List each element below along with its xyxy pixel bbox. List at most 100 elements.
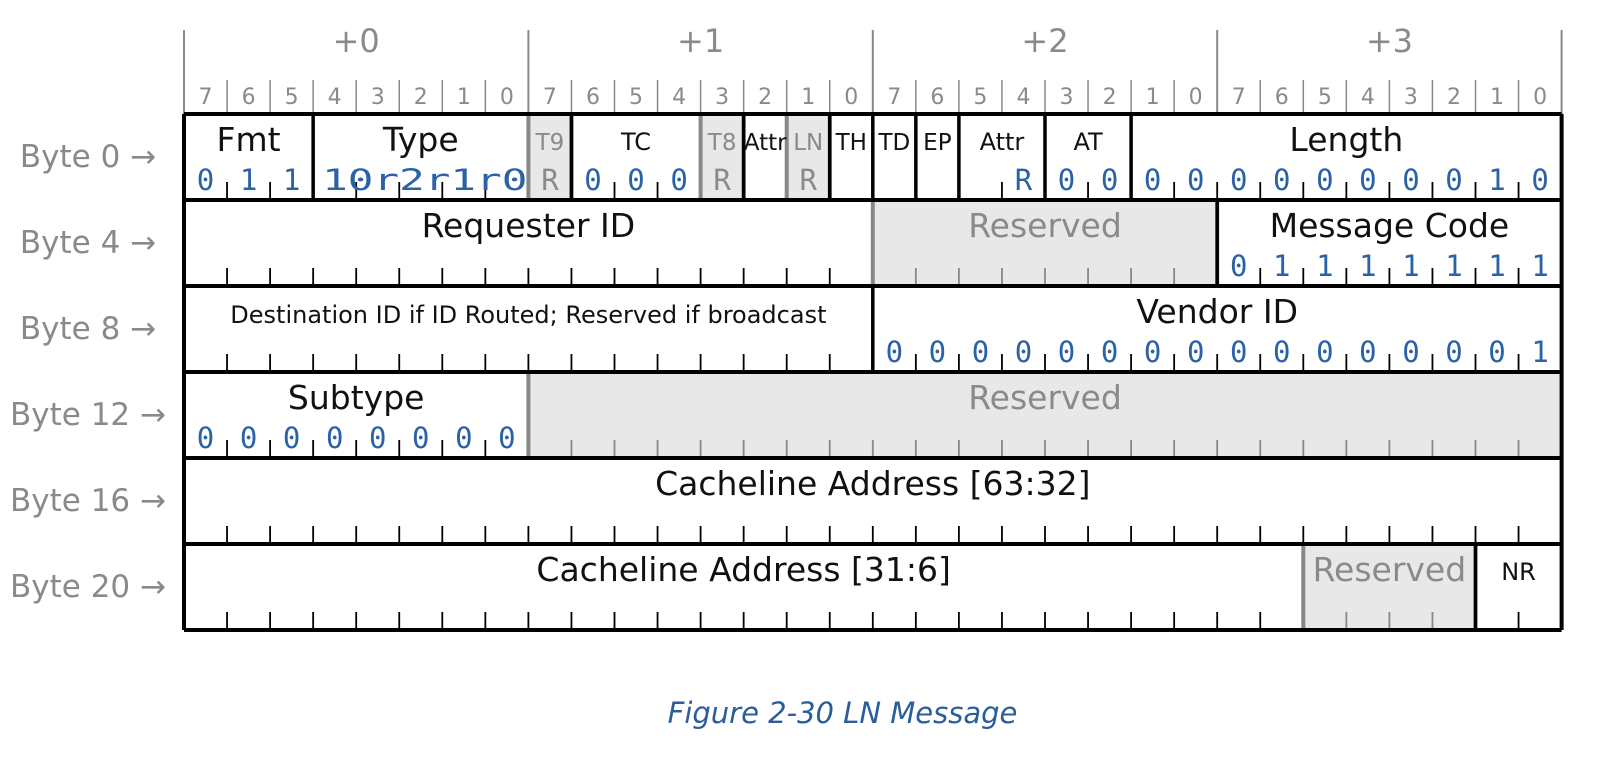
field-value: 10r2r1r0 [322, 163, 527, 197]
bit-number: 1 [1490, 85, 1504, 110]
bit-value: 0 [498, 421, 515, 455]
bit-value: 0 [369, 421, 386, 455]
field-name: Cacheline Address [63:32] [655, 464, 1090, 503]
reserved-shading [528, 114, 572, 200]
byte-row: Byte 16 →Cacheline Address [63:32] [10, 456, 1562, 544]
bit-number: 3 [1060, 85, 1074, 110]
bit-number: 3 [1404, 85, 1418, 110]
field-name: Attr [980, 128, 1025, 156]
bit-value: 1 [1488, 163, 1505, 197]
bit-number: 7 [199, 85, 213, 110]
field-name: Reserved [1313, 550, 1467, 589]
bit-value: 1 [1531, 335, 1548, 369]
byte-row: Byte 20 →Cacheline Address [31:6]Reserve… [10, 542, 1562, 630]
bit-number: 2 [414, 85, 428, 110]
bit-number: 5 [285, 85, 299, 110]
bit-value: 0 [1445, 163, 1462, 197]
bit-value: 0 [197, 421, 214, 455]
field-name: Cacheline Address [31:6] [536, 550, 950, 589]
bit-value: 1 [1359, 249, 1376, 283]
bit-number: 6 [586, 85, 600, 110]
bit-value: 0 [1230, 163, 1247, 197]
bit-value: 0 [326, 421, 343, 455]
bit-value: 0 [1058, 163, 1075, 197]
bit-value: 0 [1273, 163, 1290, 197]
bit-value: 1 [1273, 249, 1290, 283]
bit-number: 1 [801, 85, 815, 110]
byte-offset-header: +3 [1366, 22, 1413, 60]
field-name: EP [923, 130, 952, 156]
bit-value: R [1015, 163, 1033, 197]
bit-value: 0 [1273, 335, 1290, 369]
bit-number: 7 [887, 85, 901, 110]
bit-value: 0 [972, 335, 989, 369]
bit-number: 4 [1016, 85, 1030, 110]
bit-number: 1 [1146, 85, 1160, 110]
bit-value: 0 [1144, 335, 1161, 369]
bit-value: 0 [1187, 163, 1204, 197]
field-name: Message Code [1270, 206, 1510, 245]
byte-offset-header: +2 [1021, 22, 1068, 60]
bit-value: 0 [1230, 249, 1247, 283]
bit-number: 0 [500, 85, 514, 110]
bit-value: 1 [1531, 249, 1548, 283]
bit-value: 1 [1316, 249, 1333, 283]
bit-value: 0 [1316, 163, 1333, 197]
bit-number: 0 [1533, 85, 1547, 110]
bit-number: 4 [328, 85, 342, 110]
bit-value: 0 [1316, 335, 1333, 369]
bit-value: 1 [1445, 249, 1462, 283]
row-label: Byte 4 → [20, 225, 156, 261]
bit-number: 2 [1103, 85, 1117, 110]
bit-value: 1 [1402, 249, 1419, 283]
bit-value: 0 [1101, 163, 1118, 197]
bit-number: 7 [543, 85, 557, 110]
bit-value: 0 [1015, 335, 1032, 369]
bit-value: 0 [240, 421, 257, 455]
bit-value: 0 [1187, 335, 1204, 369]
bit-value: 0 [197, 163, 214, 197]
field-name: Length [1289, 120, 1403, 159]
bit-number: 2 [758, 85, 772, 110]
row-label: Byte 8 → [20, 311, 156, 347]
field-name: TD [877, 130, 910, 156]
field-fmt: Fmt [217, 120, 281, 159]
field-name: Subtype [288, 378, 425, 417]
bit-value: 0 [929, 335, 946, 369]
field-name: NR [1501, 558, 1536, 586]
bit-value: 0 [886, 335, 903, 369]
field-name: AT [1073, 128, 1103, 156]
bit-value: 1 [283, 163, 300, 197]
row-label: Byte 12 → [10, 397, 166, 433]
bit-number: 2 [1447, 85, 1461, 110]
field-name: T9 [535, 130, 565, 156]
reserved-shading [700, 114, 744, 200]
field-name: Attr [744, 130, 787, 156]
bit-value: 0 [1488, 335, 1505, 369]
bit-number: 5 [629, 85, 643, 110]
bit-number: 3 [715, 85, 729, 110]
bit-value: 0 [670, 163, 687, 197]
bit-value: 0 [283, 421, 300, 455]
bit-value: 0 [1230, 335, 1247, 369]
bit-value: 0 [1359, 335, 1376, 369]
bit-number: 0 [844, 85, 858, 110]
field-name: Vendor ID [1136, 292, 1298, 331]
bit-value: 0 [1402, 163, 1419, 197]
bit-value: 0 [1101, 335, 1118, 369]
bit-value: 0 [412, 421, 429, 455]
bit-number: 7 [1232, 85, 1246, 110]
bit-value: 0 [584, 163, 601, 197]
bit-number: 5 [973, 85, 987, 110]
row-label: Byte 0 → [20, 139, 156, 175]
field-name: TH [835, 130, 867, 156]
bit-number: 6 [1275, 85, 1289, 110]
bit-value: 0 [1402, 335, 1419, 369]
bit-value: 0 [1058, 335, 1075, 369]
field-name: Type [382, 120, 459, 159]
field-name: T8 [707, 130, 737, 156]
field-name: Requester ID [422, 206, 636, 245]
